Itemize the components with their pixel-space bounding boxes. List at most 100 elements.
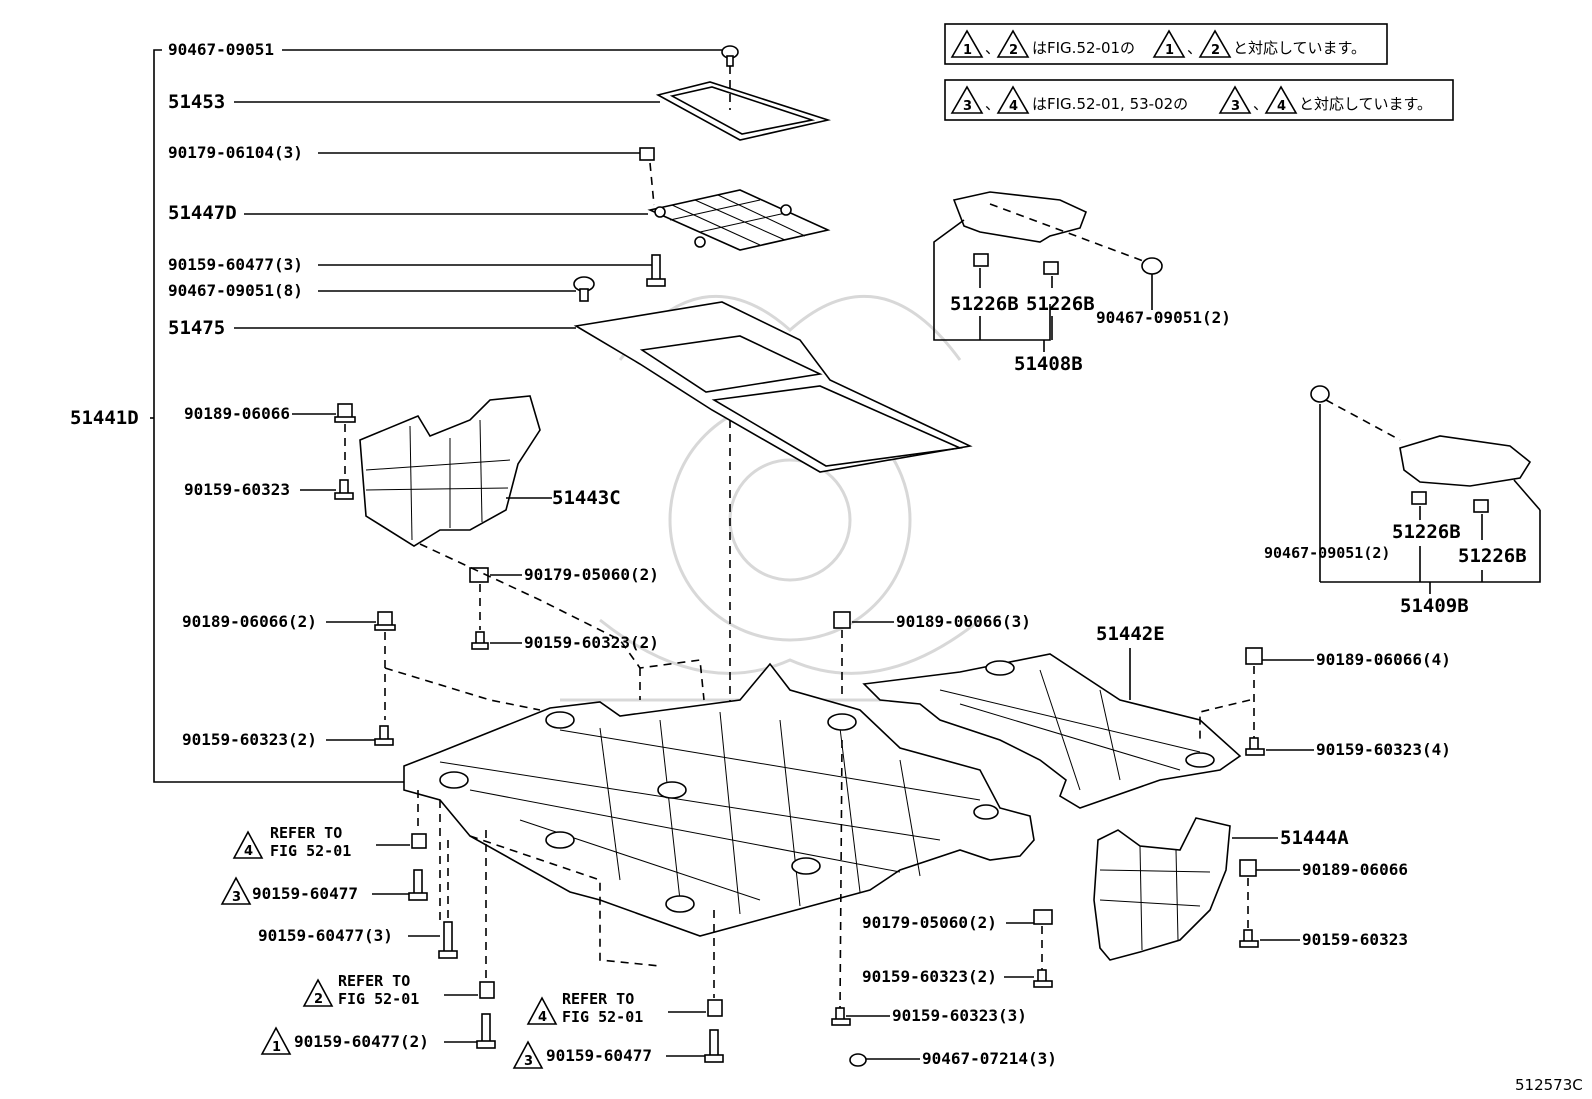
callout-90189-06066-3: 90189-06066(3) [896,612,1031,631]
callout-90179-05060-2b: 90179-05060(2) [862,913,997,932]
callout-90467-09051-2a: 90467-09051(2) [1096,308,1231,327]
clip-part [479,830,495,999]
note2-marker-1: 3 [963,99,972,114]
bolt-part [646,254,666,287]
nut-part [374,611,396,720]
note1-sep-1: 、 [985,39,1000,57]
note-box-1: 1 、 2 はFIG.52-01の 1 、 2 と対応しています。 [944,23,1388,65]
callout-90159-60477-2: 90159-60477(2) [294,1032,429,1051]
callout-51408B: 51408B [1014,353,1083,375]
note2-marker-3: 3 [1231,99,1240,114]
note1-text-2: と対応しています。 [1233,39,1366,57]
clip-part [1411,491,1489,513]
callout-90189-06066-2: 90189-06066(2) [182,612,317,631]
callout-51447D: 51447D [168,202,237,224]
bolt-part [476,1013,496,1049]
marker-3a: 3 [220,876,252,905]
clip-part [573,276,595,302]
refer3-line2: FIG 52-01 [562,1008,643,1026]
callout-51226B-a: 51226B [950,293,1019,315]
nut-part [1033,909,1053,970]
clip-part [849,1053,867,1067]
callout-90189-06066-4: 90189-06066(4) [1316,650,1451,669]
marker-3a-text: 3 [232,890,241,905]
callout-90179-06104: 90179-06104(3) [168,143,303,162]
nut-part [639,147,655,206]
note2-text-2: と対応しています。 [1299,95,1432,113]
marker-1-text: 1 [272,1040,281,1055]
bolt-part [831,1007,851,1026]
callout-90159-60323: 90159-60323 [184,480,290,499]
refer2-line1: REFER TO [338,972,410,990]
note1-sep-2: 、 [1187,39,1202,57]
bolt-part [704,1029,724,1063]
refer2-marker: 2 [314,992,323,1007]
bolt-part [438,840,458,959]
callout-51444A: 51444A [1280,827,1349,849]
part-51444A-guard [1093,817,1231,961]
note2-text-1: はFIG.52-01, 53-02の [1032,95,1188,113]
figure-number: 512573C [1515,1076,1583,1094]
callout-51453: 51453 [168,91,225,113]
note1-marker-4: 2 [1211,43,1220,58]
refer1-line2: FIG 52-01 [270,842,351,860]
callout-51443C: 51443C [552,487,621,509]
note-box-2: 3 、 4 はFIG.52-01, 53-02の 3 、 4 と対応しています。 [944,79,1454,121]
clip-part [973,253,1059,275]
clip-part [707,910,723,1017]
bolt-part [471,631,489,650]
marker-3b: 3 [512,1040,544,1069]
bolt-part [334,479,354,500]
note2-marker-4: 4 [1277,99,1286,114]
marker-1: 1 [260,1026,292,1055]
callout-51226B-d: 51226B [1458,545,1527,567]
callout-90159-60323-3: 90159-60323(3) [892,1006,1027,1025]
nut-part [334,403,356,480]
clip-part [1310,385,1330,403]
callout-51226B-c: 51226B [1392,521,1461,543]
callout-51226B-b: 51226B [1026,293,1095,315]
part-51408B-cover [933,191,1147,341]
note2-marker-2: 4 [1009,99,1018,114]
callout-90467-09051: 90467-09051 [168,40,274,59]
callout-90159-60323-2b: 90159-60323(2) [182,730,317,749]
refer3-line1: REFER TO [562,990,634,1008]
clip-part [1141,257,1163,310]
callout-90179-05060-2: 90179-05060(2) [524,565,659,584]
part-51442E-cover [862,653,1242,809]
nut-part [469,567,489,630]
note1-text-1: はFIG.52-01の [1032,39,1135,57]
note1-marker-2: 2 [1009,43,1018,58]
bolt-part [408,869,428,901]
refer-note-3: 4 REFER TO FIG 52-01 [526,990,706,1026]
nut-part [1239,859,1257,930]
callout-90159-60323-4: 90159-60323(4) [1316,740,1451,759]
part-51409B-cover [1399,435,1541,511]
clip-part [721,45,739,67]
note1-marker-1: 1 [963,43,972,58]
callout-90467-09051-2b: 90467-09051(2) [1264,544,1390,562]
callout-90159-60477-3b: 90159-60477(3) [258,926,393,945]
part-main-undercover [403,662,1035,937]
callout-90159-60477-a: 90159-60477 [252,884,358,903]
refer-note-1: 4 REFER TO FIG 52-01 [232,824,410,860]
nut-part [1245,647,1263,738]
note2-sep-2: 、 [1253,95,1268,113]
part-51443C-guard [359,395,541,547]
refer3-marker: 4 [538,1010,547,1025]
refer1-line1: REFER TO [270,824,342,842]
bolt-part [374,725,394,746]
callout-90467-09051-8: 90467-09051(8) [168,281,303,300]
bolt-part [1033,969,1053,988]
callout-51475: 51475 [168,317,225,339]
note1-marker-3: 1 [1165,43,1174,58]
bolt-part [1239,929,1259,948]
callout-90159-60323-2c: 90159-60323(2) [862,967,997,986]
callout-90189-06066-b: 90189-06066 [1302,860,1408,879]
callout-51409B: 51409B [1400,595,1469,617]
label-51441D: 51441D [70,407,139,429]
callout-51442E: 51442E [1096,623,1165,645]
callout-90159-60477-3: 90159-60477(3) [168,255,303,274]
marker-3b-text: 3 [524,1054,533,1069]
